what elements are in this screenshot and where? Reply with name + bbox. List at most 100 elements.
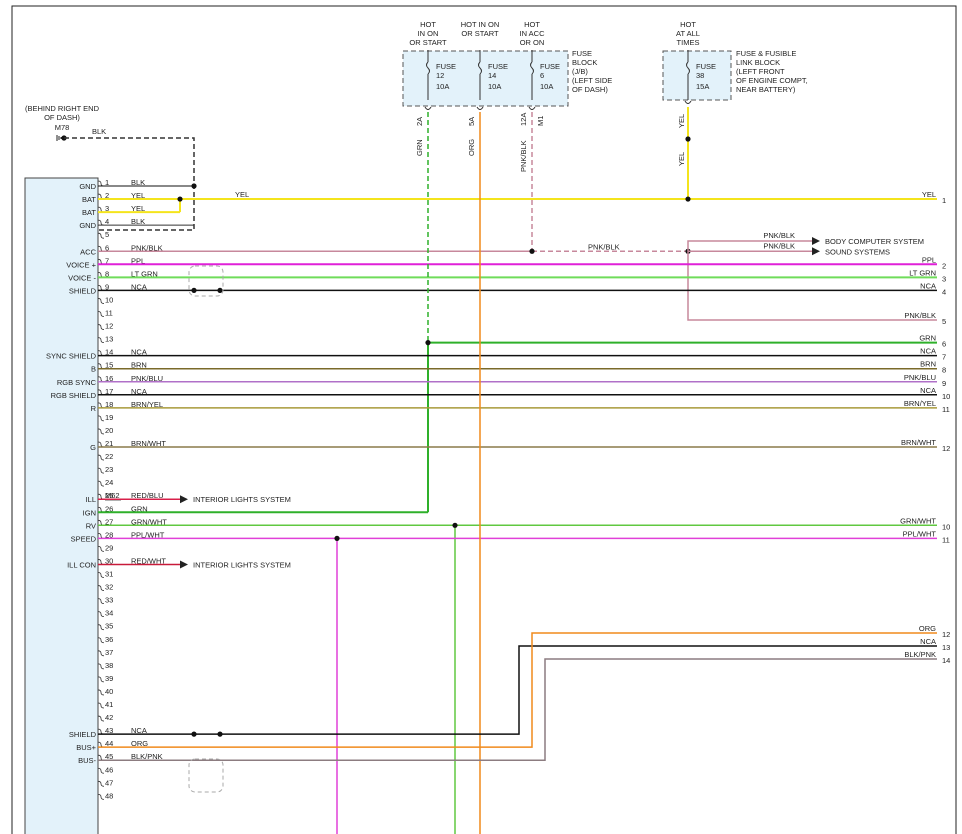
splice-dot [529, 248, 535, 254]
ground-id: M78 [55, 123, 70, 132]
pin-terminal [97, 428, 105, 435]
pin-number: 7 [105, 256, 109, 265]
pin-number: 41 [105, 700, 113, 709]
wire-label: RED/BLU [131, 491, 164, 500]
pin-label: BUS+ [76, 743, 96, 752]
pin-number: 11 [105, 309, 113, 318]
terminal-number: 10 [942, 392, 950, 401]
pin-label: BUS- [78, 756, 96, 765]
destination-label: SOUND SYSTEMS [825, 247, 890, 256]
pin-label: RV [86, 521, 96, 530]
pin-terminal [97, 298, 105, 304]
fuse-block-label: (J/B) [572, 67, 588, 76]
terminal-number: 2 [942, 261, 946, 270]
pin-terminal [97, 598, 105, 604]
pin-terminal [97, 780, 105, 787]
pin-terminal [97, 702, 105, 709]
wire-bus-plus [98, 632, 937, 748]
terminal-number: 11 [942, 535, 950, 544]
pin-number: 40 [105, 687, 113, 696]
fuse-hot-label: OR ON [520, 38, 545, 47]
wire-label: PNK/BLK [763, 231, 795, 240]
terminal-number: 9 [942, 379, 946, 388]
terminal-wire-label: GRN [919, 334, 936, 343]
twisted-pair-shield-2 [188, 758, 224, 793]
fuse-element [478, 61, 482, 75]
body-computer-arrow [812, 237, 820, 245]
pin-number: 18 [105, 400, 113, 409]
pin-number: 46 [105, 765, 113, 774]
fuse-amp: 10A [540, 82, 553, 91]
pin-terminal [97, 311, 105, 317]
terminal-number: 10 [942, 522, 950, 531]
pin-label: GND [79, 221, 96, 230]
terminal-wire-label: NCA [920, 281, 936, 290]
pin-number: 5 [105, 230, 109, 239]
pin-label: B [91, 365, 96, 374]
splice-dot [217, 731, 223, 737]
splice-dot [217, 287, 223, 293]
ground-icon [56, 135, 62, 141]
terminal-number: 12 [942, 444, 950, 453]
fuse-terminal [528, 106, 536, 110]
wire-label: NCA [131, 387, 147, 396]
pin-number: 43 [105, 726, 113, 735]
wire-label: YEL [235, 190, 249, 199]
pin-label: BAT [82, 208, 96, 217]
pin-number: 23 [105, 465, 113, 474]
pin-terminal [97, 650, 105, 657]
pin-label: SPEED [71, 534, 97, 543]
pin-terminal [97, 676, 105, 683]
pin-number: 17 [105, 387, 113, 396]
pin-number: 33 [105, 596, 113, 605]
pin-terminal [97, 232, 105, 239]
pin-label: ACC [80, 247, 96, 256]
pin-number: 35 [105, 622, 113, 631]
wire-label: RED/WHT [131, 556, 166, 565]
wire-label: PNK/BLK [131, 243, 163, 252]
splice-dot [685, 136, 691, 142]
wire-label: GRN/WHT [131, 517, 167, 526]
splice-dot [685, 196, 691, 202]
connector-body [24, 177, 99, 834]
wire-label: NCA [131, 726, 147, 735]
wire-label: BRN [131, 361, 147, 370]
terminal-wire-label: PPL [922, 255, 936, 264]
fuse-number: 38 [696, 71, 704, 80]
pin-label: GND [79, 182, 96, 191]
pin-terminal [97, 637, 105, 644]
pin-number: 48 [105, 791, 113, 800]
pin-terminal [97, 689, 105, 696]
pin-number: 39 [105, 674, 113, 683]
pin-terminal [97, 219, 105, 226]
terminal-wire-label: NCA [920, 386, 936, 395]
fuse-block-label: BLOCK [572, 58, 597, 67]
wire-bus-minus [98, 658, 937, 761]
wire-label: PPL/WHT [131, 530, 165, 539]
fuse-element [686, 61, 690, 75]
wire-label: ORG [131, 739, 148, 748]
wire-label: LT GRN [131, 269, 158, 278]
fuse-output-label: 5A [467, 117, 476, 126]
pin-terminal [97, 585, 105, 591]
pin-number: 28 [105, 530, 113, 539]
pin-terminal [97, 415, 105, 422]
fuse-wire-label: ORG [467, 139, 476, 156]
pin-terminal [97, 793, 105, 800]
pin-number: 3 [105, 204, 109, 213]
pin-number: 22 [105, 452, 113, 461]
pin-number: 4 [105, 217, 109, 226]
terminal-wire-label: YEL [922, 190, 936, 199]
splice-dot [177, 196, 183, 202]
fuse-block-label: FUSE [572, 49, 592, 58]
pin-label: SHIELD [69, 730, 97, 739]
pin-number: 2 [105, 191, 109, 200]
pin-label: G [90, 443, 96, 452]
fusible-hot-label: AT ALL [676, 29, 700, 38]
terminal-wire-label: BRN [920, 360, 936, 369]
wire-label: BLK [131, 178, 145, 187]
fuse-block-label: OF DASH) [572, 85, 608, 94]
fuse-name: FUSE [488, 62, 508, 71]
fuse-amp: 10A [488, 82, 501, 91]
pin-number: 1 [105, 178, 109, 187]
